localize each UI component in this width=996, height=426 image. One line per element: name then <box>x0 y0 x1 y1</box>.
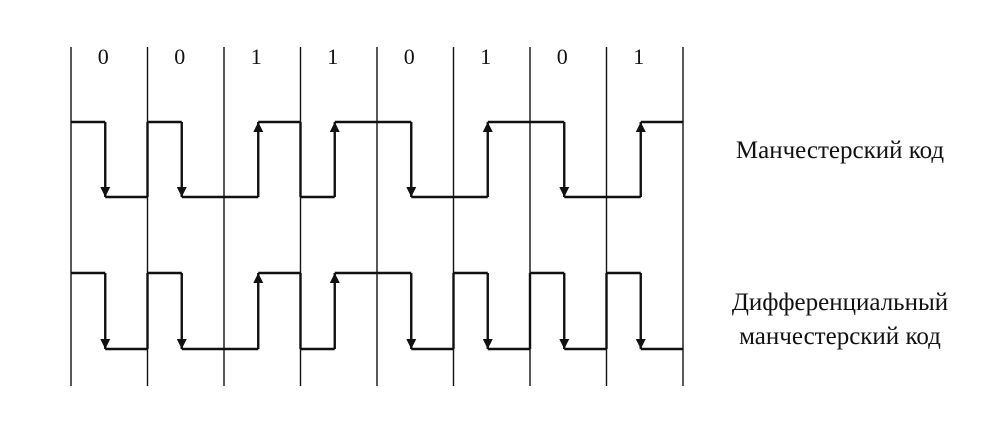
bit-label: 0 <box>98 44 109 69</box>
bit-label: 0 <box>557 44 568 69</box>
differential-manchester-code-caption: Дифференциальный манчестерский код <box>690 286 990 354</box>
bit-label: 1 <box>327 44 338 69</box>
bit-label: 0 <box>404 44 415 69</box>
bit-label: 1 <box>480 44 491 69</box>
manchester-caption-line-1: Манчестерский код <box>735 137 945 164</box>
differential-caption-line-2: манчестерский код <box>739 323 941 350</box>
bit-label: 1 <box>251 44 262 69</box>
differential-caption-line-1: Дифференциальный <box>731 289 949 316</box>
manchester-code-caption: Манчестерский код <box>690 134 990 168</box>
bit-label: 1 <box>633 44 644 69</box>
bit-label: 0 <box>174 44 185 69</box>
